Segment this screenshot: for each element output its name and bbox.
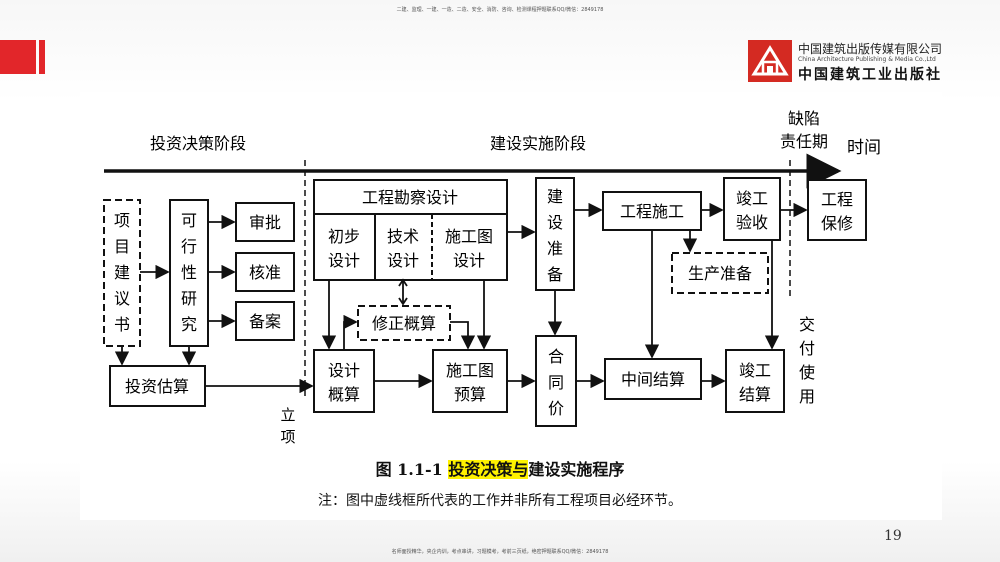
- feasibility-char-1: 行: [181, 237, 197, 256]
- contract-price-box: [535, 335, 577, 427]
- publisher-logo-icon: [748, 40, 792, 82]
- warranty-box: [807, 179, 867, 241]
- investment-estimate-box: [109, 365, 206, 407]
- figure-number: 图 1.1-1: [375, 460, 449, 479]
- construction-drawing-design-label-1: 施工图: [445, 227, 493, 246]
- build-prep-char-0: 建: [547, 187, 563, 206]
- figure-note: 注：图中虚线框所代表的工作并非所有工程项目必经环节。: [318, 493, 682, 509]
- survey-design-box: [313, 179, 508, 281]
- tech-design-label-1: 技术: [387, 227, 419, 246]
- drawing-budget-label-1: 施工图: [446, 361, 494, 380]
- handover-char-0: 交: [799, 315, 815, 334]
- interim-settlement-label: 中间结算: [621, 370, 685, 389]
- prelim-design-label-2: 设计: [328, 251, 360, 270]
- connector-arrows: [114, 202, 808, 394]
- figure-caption: 图 1.1-1 投资决策与建设实施程序: [0, 456, 1000, 480]
- construction-drawing-design-label-2: 设计: [453, 251, 485, 270]
- production-prep-label: 生产准备: [688, 264, 752, 283]
- investment-estimate-label: 投资估算: [125, 377, 189, 396]
- contract-price-char-1: 同: [548, 373, 564, 392]
- build-prep-char-3: 备: [547, 265, 563, 284]
- approval-label: 审批: [249, 213, 281, 232]
- top-watermark-note: 二建、监理、一建、一造、二造、安全、消防、咨询、检测课程押题联系QQ/微信：28…: [396, 7, 604, 13]
- phase-label-decision: 投资决策阶段: [150, 134, 246, 153]
- publisher-name-cn: 中国建筑出版传媒有限公司: [798, 42, 943, 56]
- interim-settlement-box: [604, 358, 702, 400]
- construction-box: [602, 191, 702, 231]
- authorize-label: 核准: [249, 263, 281, 282]
- warranty-label-1: 工程: [821, 190, 853, 209]
- construction-label: 工程施工: [620, 202, 684, 221]
- revised-estimate-label: 修正概算: [372, 314, 436, 333]
- project-proposal-char-1: 目: [114, 237, 130, 256]
- publisher-name-en: China Architecture Publishing & Media Co…: [798, 56, 936, 63]
- phase-label-defect-2: 责任期: [780, 132, 828, 151]
- page-number: 19: [884, 528, 902, 544]
- phase-label-construction: 建设实施阶段: [490, 134, 586, 153]
- figure-title-highlight: 投资决策与: [448, 460, 529, 479]
- feasibility-char-4: 究: [181, 315, 197, 334]
- tech-design-label-2: 设计: [387, 251, 419, 270]
- figure-title-rest: 建设实施程序: [528, 460, 625, 479]
- accent-bar-thin: [39, 40, 45, 74]
- record-box: [235, 301, 295, 341]
- authorize-box: [235, 252, 295, 292]
- handover-char-2: 使: [799, 363, 815, 382]
- project-proposal-char-4: 书: [114, 315, 130, 334]
- contract-price-char-2: 价: [548, 399, 564, 418]
- completion-settlement-box: [725, 349, 785, 413]
- project-proposal-char-3: 议: [114, 289, 130, 308]
- accent-bar: [0, 40, 36, 74]
- lixiang-char-0: 立: [280, 406, 295, 424]
- publisher-name-calligraphy: 中国建筑工业出版社: [798, 67, 942, 83]
- design-estimate-label-1: 设计: [328, 361, 360, 380]
- contract-price-char-0: 合: [548, 347, 564, 366]
- build-prep-box: [535, 177, 575, 291]
- phase-label-defect-1: 缺陷: [788, 109, 820, 128]
- project-proposal-box: [103, 199, 141, 347]
- diagram-panel: [80, 92, 942, 520]
- drawing-budget-box: [432, 349, 508, 413]
- build-prep-char-2: 准: [547, 239, 563, 258]
- prelim-design-label-1: 初步: [328, 227, 360, 246]
- completion-acceptance-box: [723, 177, 781, 241]
- bottom-watermark-note: 名师面授精华，央企内训，考点串讲，习题模考，考前三页纸，绝密押题联系QQ/微信：…: [391, 549, 609, 555]
- project-proposal-char-0: 项: [114, 211, 130, 230]
- design-estimate-box: [313, 349, 375, 413]
- record-label: 备案: [249, 312, 281, 331]
- completion-settlement-label-1: 竣工: [739, 361, 771, 380]
- feasibility-char-3: 研: [181, 289, 197, 308]
- feasibility-char-0: 可: [181, 211, 197, 230]
- revised-estimate-box: [357, 305, 451, 341]
- survey-design-label: 工程勘察设计: [362, 188, 458, 207]
- approval-box: [235, 202, 295, 242]
- production-prep-box: [671, 252, 769, 294]
- handover-char-3: 用: [799, 387, 815, 406]
- completion-acceptance-label-2: 验收: [736, 213, 768, 232]
- handover-char-1: 付: [799, 339, 815, 358]
- feasibility-char-2: 性: [181, 263, 197, 282]
- drawing-budget-label-2: 预算: [454, 385, 486, 404]
- build-prep-char-1: 设: [547, 213, 563, 232]
- project-proposal-char-2: 建: [114, 263, 130, 282]
- completion-acceptance-label-1: 竣工: [736, 189, 768, 208]
- warranty-label-2: 保修: [821, 214, 853, 233]
- completion-settlement-label-2: 结算: [739, 385, 771, 404]
- design-estimate-label-2: 概算: [328, 385, 360, 404]
- time-axis-label: 时间: [847, 138, 881, 158]
- lixiang-char-1: 项: [280, 428, 295, 446]
